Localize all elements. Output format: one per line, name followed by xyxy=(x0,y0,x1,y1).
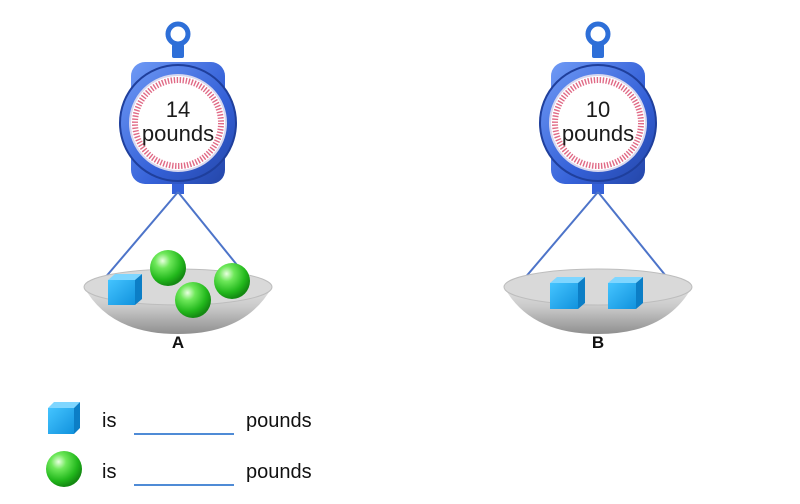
blue-cube-icon xyxy=(48,402,80,434)
blue-cube-icon xyxy=(550,277,585,309)
blue-cube-icon xyxy=(108,274,142,305)
is-label: is xyxy=(102,410,117,432)
weight-unit: pounds xyxy=(141,121,215,146)
unit-label: pounds xyxy=(246,461,312,483)
hanging-scale-b-graphic xyxy=(503,21,693,334)
blue-cube-icon xyxy=(608,277,643,309)
weight-value: 14 xyxy=(165,97,191,122)
hanging-scale-a-graphic xyxy=(83,21,273,334)
sphere-answer-blank[interactable] xyxy=(134,484,234,486)
dial-readout-a: 14 pounds xyxy=(118,98,238,146)
green-sphere-icon xyxy=(46,451,82,487)
green-sphere-icon xyxy=(175,282,211,318)
scale-label-a: A xyxy=(171,333,185,352)
green-sphere-icon xyxy=(150,250,186,286)
is-label: is xyxy=(102,461,117,483)
hook-ring-icon xyxy=(165,21,191,47)
unit-label: pounds xyxy=(246,410,312,432)
hook-ring-icon xyxy=(585,21,611,47)
cube-weight-question: is pounds xyxy=(44,398,364,442)
weight-value: 10 xyxy=(585,97,611,122)
green-sphere-icon xyxy=(214,263,250,299)
weight-unit: pounds xyxy=(561,121,635,146)
scale-a: 14 pounds A xyxy=(58,0,298,360)
scale-b: 10 pounds B xyxy=(478,0,718,360)
dial-readout-b: 10 pounds xyxy=(538,98,658,146)
scale-label-b: B xyxy=(591,333,605,352)
cube-answer-blank[interactable] xyxy=(134,433,234,435)
sphere-weight-question: is pounds xyxy=(44,449,364,493)
